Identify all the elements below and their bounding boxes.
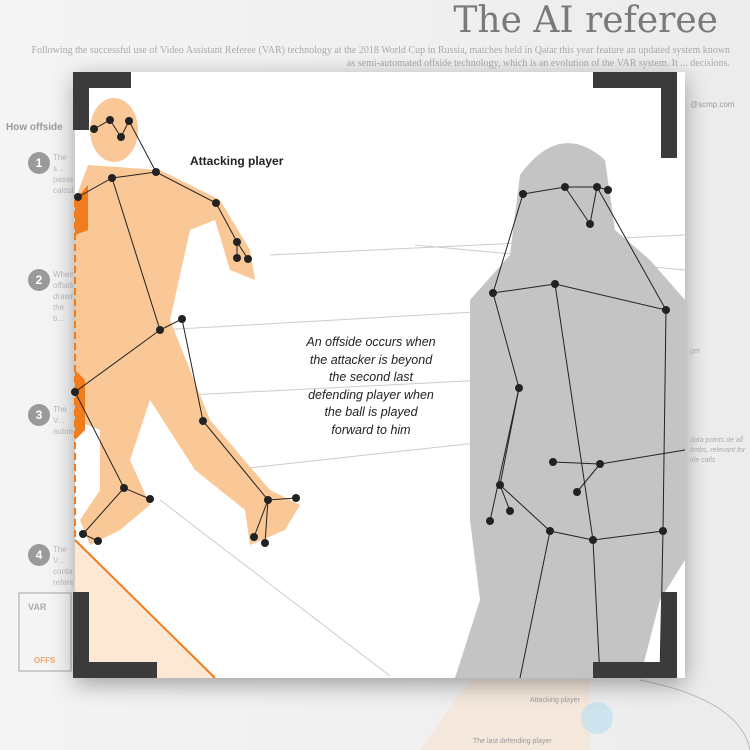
keypoint: [233, 254, 241, 262]
skeleton-bone: [74, 329, 161, 393]
keypoint: [120, 484, 128, 492]
intro-text: Following the successful use of Video As…: [31, 45, 730, 69]
skeleton-bone: [253, 499, 269, 538]
skeleton-bone: [492, 193, 667, 541]
minimap-attacker-label: Attacking player: [530, 697, 580, 704]
keypoint: [506, 507, 514, 515]
keypoint: [264, 496, 272, 504]
minimap-defender-label: The last defending player: [473, 738, 552, 745]
keypoint: [604, 186, 612, 194]
keypoint: [152, 168, 160, 176]
side-note-1: ger: [690, 348, 701, 355]
keypoint: [662, 306, 670, 314]
keypoint: [292, 494, 300, 502]
keypoint: [71, 388, 79, 396]
attacking-player-silhouette: [75, 98, 300, 545]
step-text-2: When... offside... drawn... the b...: [53, 270, 73, 323]
keypoint: [596, 460, 604, 468]
keypoint: [94, 537, 102, 545]
keypoint: [108, 174, 116, 182]
keypoint: [156, 326, 164, 334]
keypoint: [250, 533, 258, 541]
keypoint: [79, 530, 87, 538]
var-sub: OFFS: [34, 656, 56, 665]
keypoint: [178, 315, 186, 323]
step-badge-3: 3: [28, 404, 50, 426]
keypoint: [244, 255, 252, 263]
step-text-1: The s... passe... calcul...: [53, 153, 73, 195]
page-title: The AI referee: [453, 0, 718, 41]
keypoint: [117, 133, 125, 141]
step-text-3: The V... autom...: [53, 405, 73, 436]
step-badge-2: 2: [28, 269, 50, 291]
keypoint: [106, 116, 114, 124]
keypoint: [519, 190, 527, 198]
keypoint: [549, 458, 557, 466]
skeleton-bone: [576, 463, 601, 493]
skeleton-bone: [522, 186, 609, 195]
side-note-2: data points de all limbs, relevant for i…: [690, 437, 746, 464]
keypoint: [551, 280, 559, 288]
skeleton-bone: [264, 499, 269, 544]
skeleton-bone: [554, 283, 594, 541]
skeleton-bone: [499, 484, 511, 512]
keypoint: [593, 183, 601, 191]
keypoint: [586, 220, 594, 228]
skeleton-bone: [489, 387, 520, 522]
keypoint: [659, 527, 667, 535]
keypoint: [146, 495, 154, 503]
keypoint: [212, 199, 220, 207]
keypoint: [589, 536, 597, 544]
keypoint: [573, 488, 581, 496]
keypoint: [74, 193, 82, 201]
keypoint: [125, 117, 133, 125]
var-box: VAR OFFS: [18, 592, 72, 672]
keypoint: [261, 539, 269, 547]
defending-player-silhouette: [455, 143, 685, 678]
keypoint: [546, 527, 554, 535]
skeleton-bone: [519, 530, 551, 679]
keypoint: [561, 183, 569, 191]
keypoint: [515, 384, 523, 392]
keypoint: [496, 481, 504, 489]
skeleton-bone: [592, 539, 601, 679]
keypoint: [233, 238, 241, 246]
keypoint: [90, 125, 98, 133]
skeleton-bone: [111, 177, 297, 501]
corner-bracket-top-left: [73, 72, 131, 130]
corner-bracket-bottom-right: [593, 592, 677, 678]
keypoint: [489, 289, 497, 297]
skeleton-bone: [596, 186, 667, 311]
offside-definition-note: An offside occurs when the attacker is b…: [306, 335, 436, 437]
step-badge-1: 1: [28, 152, 50, 174]
step-badge-4: 4: [28, 544, 50, 566]
var-label: VAR: [28, 602, 47, 612]
credit: @scmp.com: [690, 100, 735, 109]
attacking-player-label: Attacking player: [190, 154, 284, 168]
corner-bracket-bottom-left: [73, 592, 157, 678]
keypoint: [486, 517, 494, 525]
step-text-4: The V... conta... refere...: [53, 545, 73, 587]
keypoint: [199, 417, 207, 425]
section-heading: How offside: [6, 122, 63, 133]
corner-bracket-top-right: [593, 72, 677, 158]
